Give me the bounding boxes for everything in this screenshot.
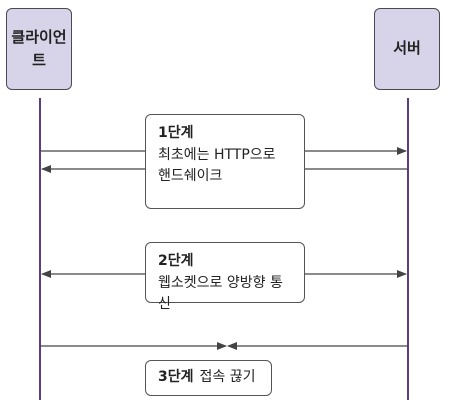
step-1-title: 1단계 — [158, 125, 194, 141]
step-1-desc-line-1: 최초에는 HTTP으로 — [158, 146, 276, 163]
server-actor-box: 서버 — [374, 8, 440, 90]
step-3-title: 3단계 — [158, 369, 194, 385]
step-1-desc-line-2: 핸드쉐이크 — [158, 168, 223, 185]
step-2-desc-line-1: 웹소켓으로 양방향 통신 — [158, 274, 283, 313]
step-3-desc-line-1: 접속 끊기 — [199, 369, 256, 385]
client-actor-box: 클라이언트 — [6, 8, 72, 90]
step-1-box: 1단계 최초에는 HTTP으로 핸드쉐이크 — [145, 114, 305, 209]
server-actor-label: 서버 — [393, 39, 421, 58]
step-2-box: 2단계 웹소켓으로 양방향 통신 — [145, 242, 305, 312]
step-2-title: 2단계 — [158, 253, 194, 269]
step-3-box: 3단계 접속 끊기 — [145, 360, 272, 396]
client-actor-label: 클라이언트 — [11, 27, 67, 69]
